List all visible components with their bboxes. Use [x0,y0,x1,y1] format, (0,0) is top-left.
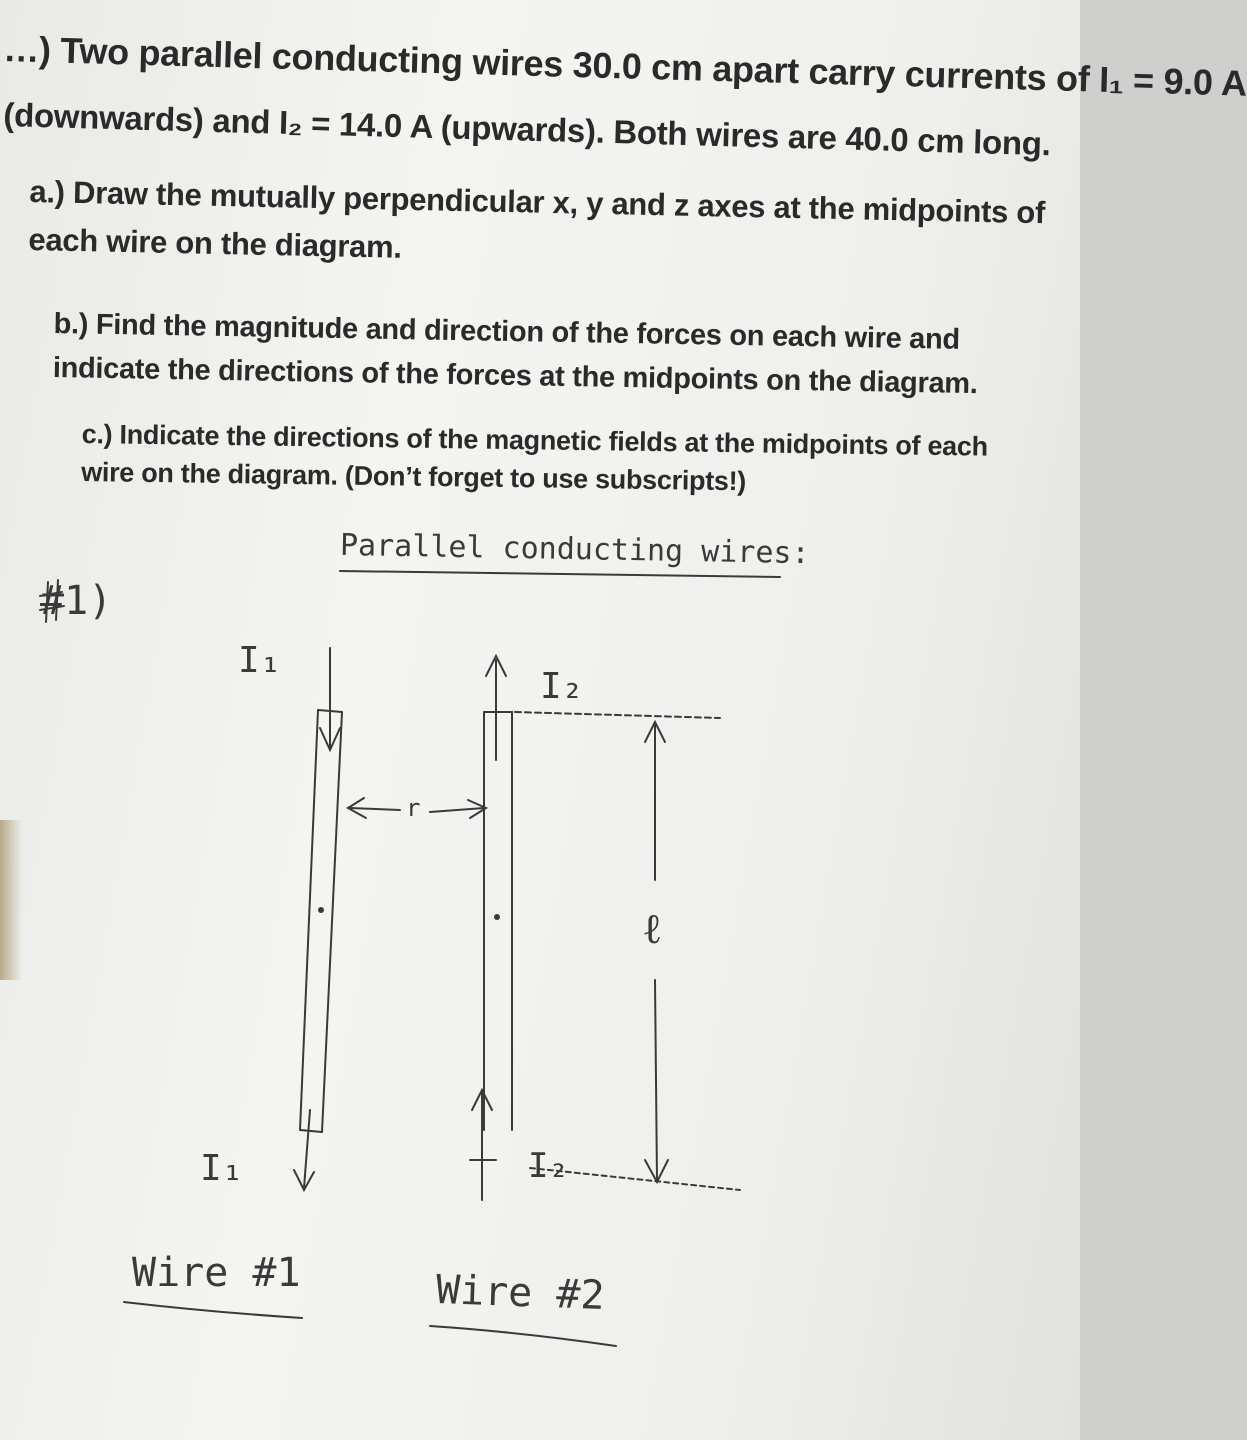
length-arrow-lower [654,979,658,1181]
wire-1-caption-underline [123,1301,303,1319]
wire-2-midpoint-dot [494,914,500,920]
r-arrow-right-head [467,799,489,819]
length-arrow-up-head [644,719,666,743]
i1-top-arrowhead [319,727,341,753]
wire-1-left-edge [299,709,319,1131]
problem-tag: #1) [40,578,113,624]
wire-2-caption-underline [429,1325,617,1347]
wire-1-midpoint-dot [318,907,324,913]
label-i1-top: I₁ [238,640,282,681]
length-top-dashed-line [514,711,721,719]
page-edge-shadow [0,820,22,980]
i2-top-arrowhead [485,653,507,677]
wire-1-caption: Wire #1 [132,1250,301,1296]
wire-1-bottom-edge [299,1129,323,1133]
problem-tag-hash-strokes [39,579,65,623]
r-arrow-left-line [349,807,401,811]
label-length: ℓ [642,904,663,953]
r-arrow-right-line [429,807,485,813]
label-i2-top: I₂ [540,666,584,707]
wire-1-right-edge [321,711,343,1133]
i1-bottom-arrow-shaft [303,1109,311,1189]
i2-bottom-arrowhead [471,1087,493,1111]
i1-bottom-arrowhead [293,1169,315,1193]
label-r: r [406,794,421,822]
label-i2-bottom: I₂ [528,1146,569,1186]
length-bottom-dashed-line [529,1167,741,1191]
title-underline [339,570,781,578]
r-arrow-left-head [346,797,367,819]
parallel-wires-diagram [39,570,781,1347]
label-i1-bottom: I₁ [200,1148,244,1189]
wire-2-caption: Wire #2 [435,1267,606,1319]
